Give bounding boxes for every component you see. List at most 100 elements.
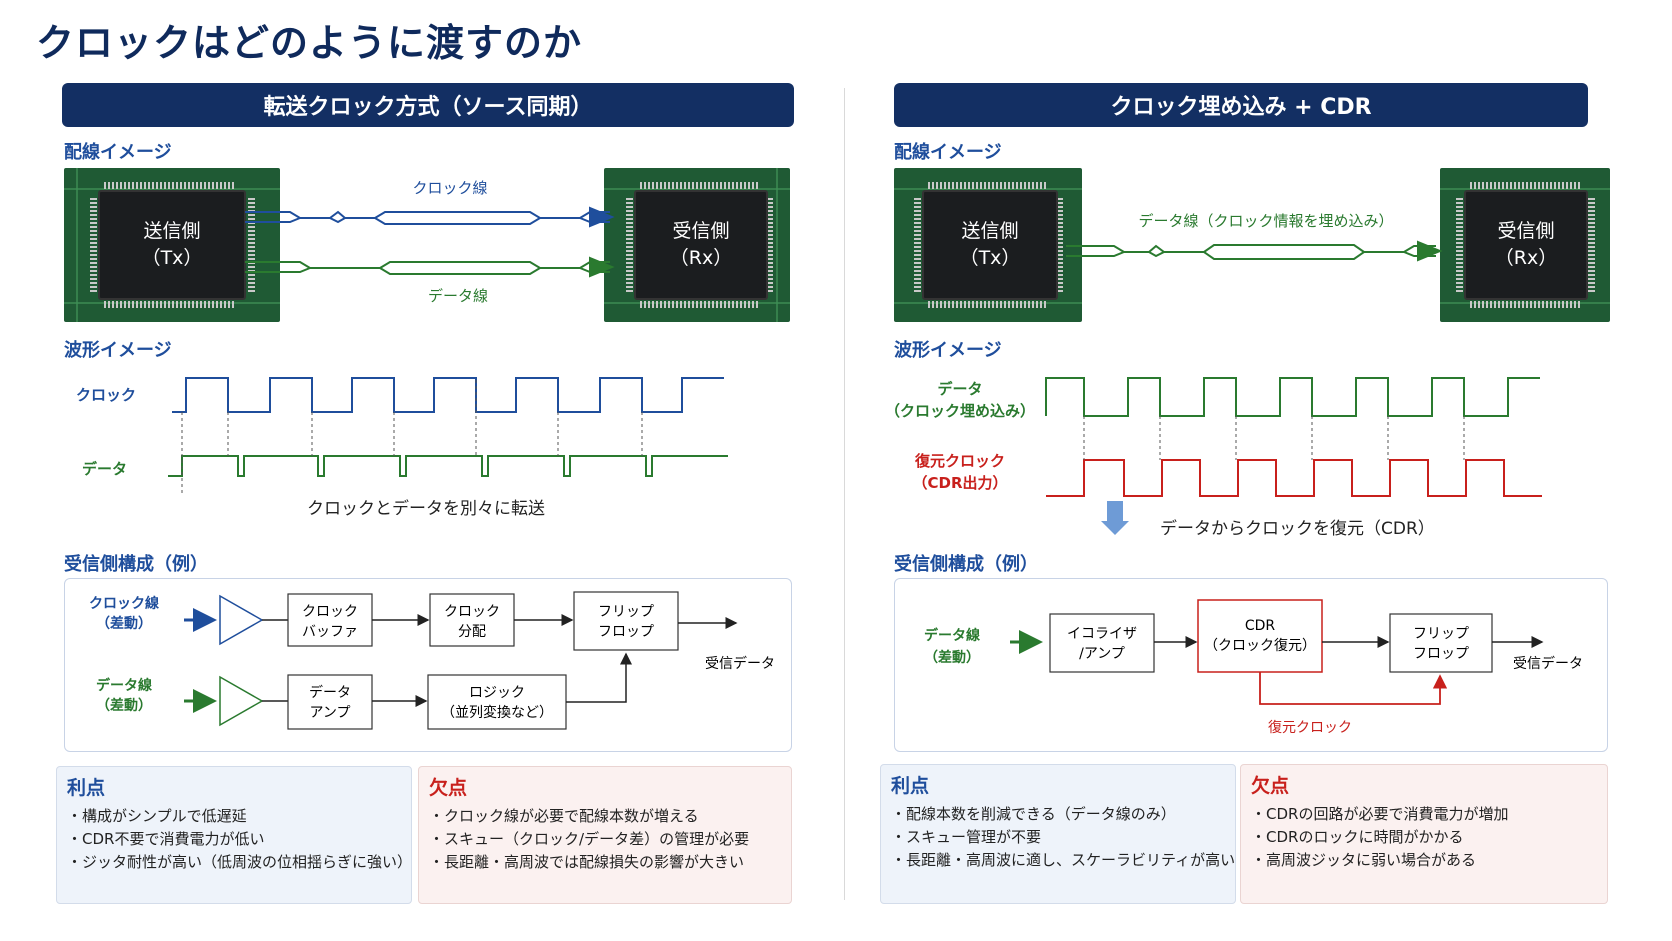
list-item: CDRの回路が必要で消費電力が増加 — [1251, 803, 1508, 826]
rx-chip-label: 受信側 — [1497, 220, 1555, 243]
block-flipflop-l1: フリップ — [598, 604, 654, 620]
left-rx-board: 受信側 （Rx） — [604, 168, 790, 322]
right-wiring-svg: データ線（クロック情報を埋め込み） — [1066, 212, 1443, 262]
block-logic — [427, 674, 567, 730]
left-wiring-svg: クロック線 データ線 — [245, 179, 615, 305]
list-item: 構成がシンプルで低遅延 — [67, 805, 412, 828]
rx-in-data-sub: （差動） — [924, 649, 980, 666]
left-pros-box: 利点 構成がシンプルで低遅延 CDR不要で消費電力が低い ジッタ耐性が高い（低周… — [56, 766, 412, 904]
rx-in-data-label: データ線 — [96, 677, 152, 694]
right-pros-box: 利点 配線本数を削減できる（データ線のみ） スキュー管理が不要 長距離・高周波に… — [880, 764, 1236, 904]
tx-chip-label: 送信側 — [143, 220, 201, 243]
rx-in-data-label: データ線 — [924, 627, 980, 644]
left-pros-title: 利点 — [67, 777, 106, 799]
block-equalizer-l2: /アンプ — [1079, 646, 1125, 662]
left-cons-title: 欠点 — [429, 777, 468, 799]
left-rx-output: 受信データ — [705, 655, 775, 672]
right-tx-chip: 送信側 （Tx） — [922, 190, 1058, 300]
left-waveform-label: 波形イメージ — [64, 340, 172, 361]
rx-chip-label: 受信側 — [672, 220, 730, 243]
wave-recovered-label: 復元クロック — [914, 452, 1005, 470]
right-waveform-label: 波形イメージ — [894, 340, 1002, 361]
right-rx-chip: 受信側 （Rx） — [1464, 190, 1588, 300]
recovered-clock-label: 復元クロック — [1268, 719, 1352, 736]
wave-embedded-sub: （クロック埋め込み） — [885, 402, 1035, 420]
block-data-amp-l2: アンプ — [309, 705, 350, 721]
left-pros-list: 構成がシンプルで低遅延 CDR不要で消費電力が低い ジッタ耐性が高い（低周波の位… — [67, 805, 412, 874]
data-line-label: データ線 — [428, 287, 488, 305]
rx-in-data-sub: （差動） — [96, 697, 152, 714]
recovered-clock-path — [1259, 672, 1448, 705]
sample-guides — [1083, 416, 1465, 460]
block-logic-l2: （並列変換など） — [441, 704, 553, 721]
wave-embedded-label: データ — [937, 380, 982, 398]
left-receiver-svg: クロック線 （差動） データ線 （差動） クロック バッファ クロック 分配 フ… — [89, 591, 775, 730]
column-divider — [844, 88, 845, 900]
right-wave-caption: データからクロックを復元（CDR） — [1160, 518, 1435, 539]
left-cons-box: 欠点 クロック線が必要で配線本数が増える スキュー（クロック/データ差）の管理が… — [418, 766, 792, 904]
rx-in-clock-label: クロック線 — [89, 595, 159, 612]
right-receiver-label: 受信側構成（例） — [894, 554, 1038, 575]
left-receiver-label: 受信側構成（例） — [64, 554, 208, 575]
data-line — [245, 256, 615, 278]
embedded-data-waveform — [1045, 377, 1540, 417]
block-cdr-l1: CDR — [1245, 618, 1276, 634]
left-banner: 転送クロック方式（ソース同期） — [62, 83, 794, 127]
block-cdr — [1197, 599, 1323, 673]
list-item: 長距離・高周波では配線損失の影響が大きい — [429, 851, 749, 874]
rx-in-clock-sub: （差動） — [96, 615, 152, 632]
block-equalizer — [1049, 613, 1155, 673]
list-item: スキュー管理が不要 — [891, 826, 1235, 849]
list-item: ジッタ耐性が高い（低周波の位相揺らぎに強い） — [67, 851, 412, 874]
list-item: 配線本数を削減できる（データ線のみ） — [891, 803, 1235, 826]
block-flipflop-l2: フロップ — [1413, 646, 1469, 662]
left-waveform-svg: クロック データ クロックとデータを別々に転送 — [76, 377, 728, 519]
right-rx-output: 受信データ — [1513, 655, 1583, 672]
block-flipflop — [573, 591, 679, 651]
left-tx-board: 送信側 （Tx） — [64, 168, 280, 322]
right-cons-title: 欠点 — [1251, 775, 1290, 797]
left-cons-list: クロック線が必要で配線本数が増える スキュー（クロック/データ差）の管理が必要 … — [429, 805, 749, 874]
right-pros-list: 配線本数を削減できる（データ線のみ） スキュー管理が不要 長距離・高周波に適し、… — [891, 803, 1235, 872]
tx-chip-sub: （Tx） — [141, 247, 203, 269]
right-cons-list: CDRの回路が必要で消費電力が増加 CDRのロックに時間がかかる 高周波ジッタに… — [1251, 803, 1508, 872]
tx-chip-label: 送信側 — [961, 220, 1019, 243]
right-pros-title: 利点 — [891, 775, 930, 797]
embedded-data-line-label: データ線（クロック情報を埋め込み） — [1138, 212, 1393, 230]
list-item: クロック線が必要で配線本数が増える — [429, 805, 749, 828]
wave-data-label: データ — [82, 460, 127, 478]
block-flipflop-l1: フリップ — [1413, 626, 1469, 642]
list-item: スキュー（クロック/データ差）の管理が必要 — [429, 828, 749, 851]
list-item: CDR不要で消費電力が低い — [67, 828, 412, 851]
list-item: CDRのロックに時間がかかる — [1251, 826, 1508, 849]
clock-waveform — [172, 377, 724, 413]
data-waveform — [168, 455, 728, 477]
block-flipflop — [1389, 613, 1493, 673]
block-data-amp — [287, 674, 373, 730]
list-item: 長距離・高周波に適し、スケーラビリティが高い — [891, 849, 1235, 872]
sample-guides — [181, 380, 643, 496]
right-receiver-svg: データ線 （差動） イコライザ /アンプ CDR （クロック復元） フリップ フ… — [924, 599, 1583, 736]
page-title: クロックはどのように渡すのか — [36, 21, 583, 65]
recovered-clock-waveform — [1046, 459, 1542, 497]
data-amp-triangle — [219, 675, 264, 727]
list-item: 高周波ジッタに弱い場合がある — [1251, 849, 1508, 872]
clock-buffer-triangle — [219, 594, 264, 646]
block-cdr-l2: （クロック復元） — [1204, 637, 1316, 654]
block-logic-l1: ロジック — [469, 685, 525, 701]
right-banner: クロック埋め込み + CDR — [894, 83, 1588, 127]
block-clock-dist-l1: クロック — [444, 604, 500, 620]
tx-chip-sub: （Tx） — [959, 247, 1021, 269]
wave-recovered-sub: （CDR出力） — [912, 474, 1007, 492]
left-wave-caption: クロックとデータを別々に転送 — [307, 498, 545, 519]
right-tx-board: 送信側 （Tx） — [894, 168, 1082, 322]
block-clock-dist-l2: 分配 — [458, 624, 486, 640]
block-clock-buffer-l1: クロック — [302, 604, 358, 620]
left-rx-chip: 受信側 （Rx） — [634, 190, 768, 300]
rx-chip-sub: （Rx） — [669, 247, 733, 269]
block-equalizer-l1: イコライザ — [1067, 626, 1137, 642]
clock-line-label: クロック線 — [412, 179, 487, 197]
block-data-amp-l1: データ — [309, 684, 351, 701]
embedded-data-line — [1066, 240, 1443, 262]
block-clock-buffer-l2: バッファ — [302, 624, 358, 640]
